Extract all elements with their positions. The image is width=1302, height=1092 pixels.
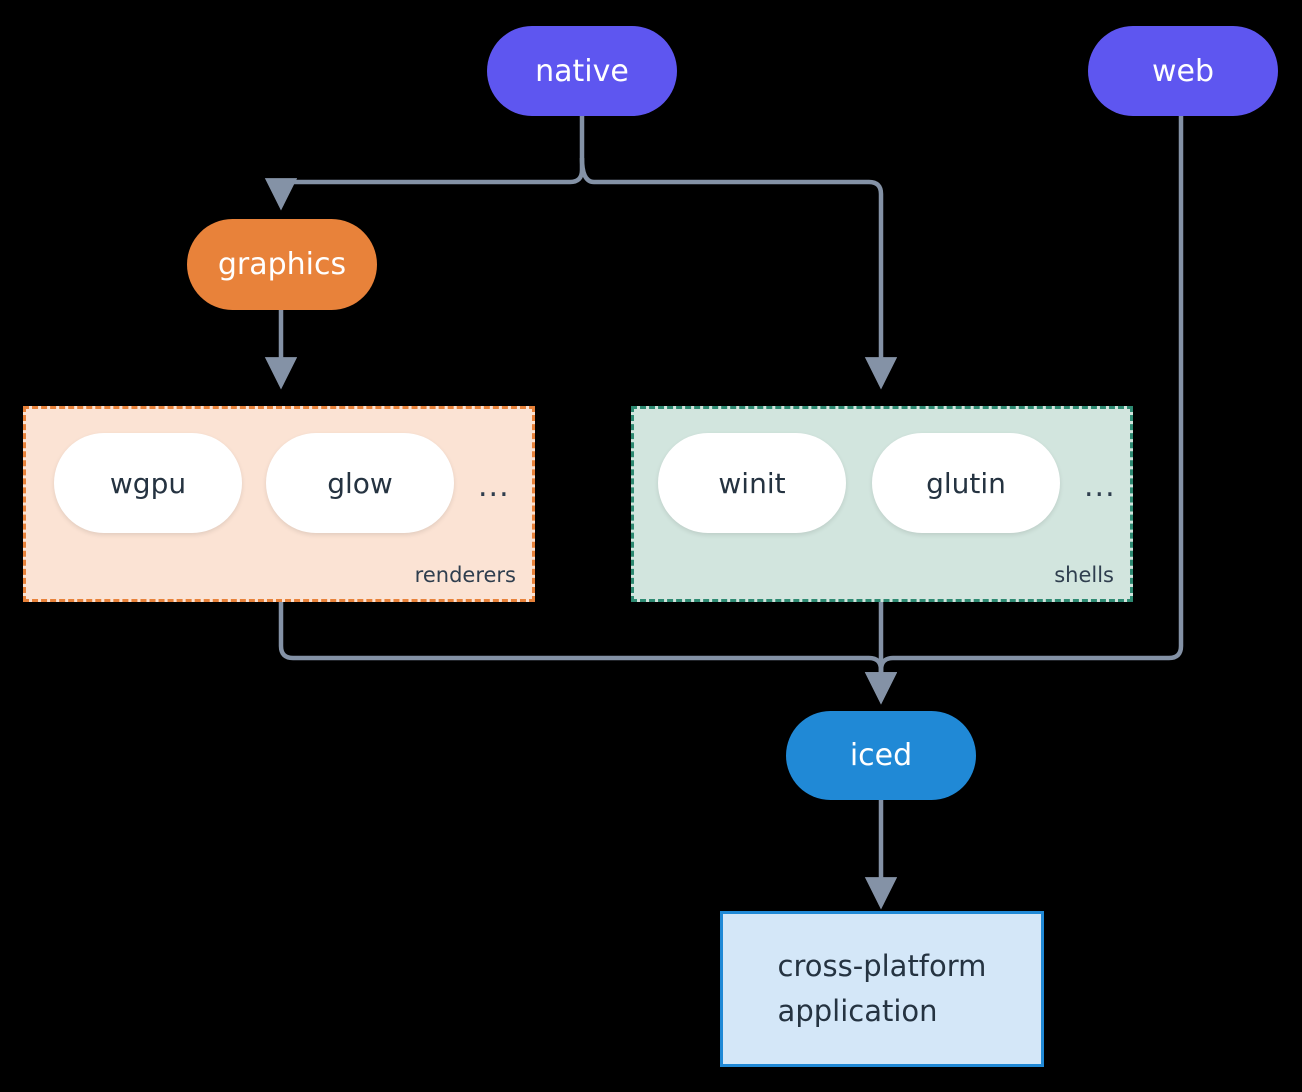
edge-native-bus bbox=[264, 116, 585, 211]
renderer-item-wgpu-label: wgpu bbox=[109, 466, 187, 500]
renderer-item-wgpu[interactable]: wgpu bbox=[54, 433, 242, 533]
shells-more-ellipsis: ... bbox=[1084, 469, 1116, 504]
renderer-item-glow[interactable]: glow bbox=[266, 433, 454, 533]
node-iced-label: iced bbox=[849, 738, 913, 773]
shell-item-winit[interactable]: winit bbox=[658, 433, 846, 533]
application-text-block: cross-platform application bbox=[778, 944, 987, 1034]
node-web[interactable]: web bbox=[1088, 26, 1278, 116]
node-web-label: web bbox=[1151, 53, 1215, 89]
node-native[interactable]: native bbox=[487, 26, 677, 116]
node-graphics-label: graphics bbox=[217, 247, 347, 282]
shell-item-winit-label: winit bbox=[718, 466, 786, 500]
group-shells: winit glutin ... shells bbox=[631, 406, 1133, 602]
group-shells-label: shells bbox=[1054, 563, 1114, 587]
edge-renderers-iced bbox=[278, 602, 898, 705]
group-renderers: wgpu glow ... renderers bbox=[23, 406, 535, 602]
edge-native-shells bbox=[579, 157, 898, 390]
node-graphics[interactable]: graphics bbox=[187, 219, 377, 310]
application-label-line2: application bbox=[777, 994, 938, 1028]
shell-item-glutin[interactable]: glutin bbox=[872, 433, 1060, 533]
node-iced[interactable]: iced bbox=[786, 711, 976, 800]
renderers-more-ellipsis: ... bbox=[478, 469, 510, 504]
renderer-item-glow-label: glow bbox=[327, 466, 393, 500]
node-native-label: native bbox=[535, 53, 629, 89]
shell-item-glutin-label: glutin bbox=[926, 466, 1006, 500]
group-renderers-label: renderers bbox=[414, 563, 516, 587]
node-cross-platform-application[interactable]: cross-platform application bbox=[720, 911, 1044, 1067]
application-label-line1: cross-platform bbox=[777, 949, 987, 984]
